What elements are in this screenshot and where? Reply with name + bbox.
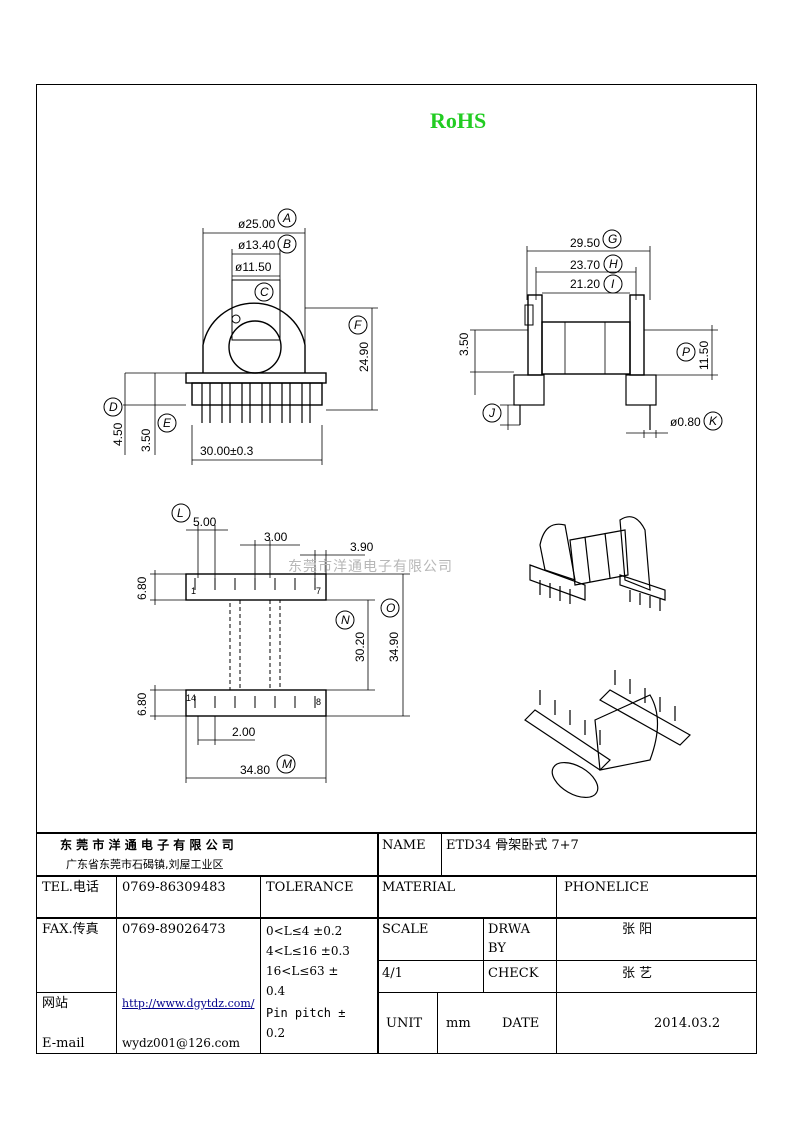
pin-14-label: 14 — [186, 693, 196, 703]
tag-m: M — [282, 757, 292, 771]
dim-d25: ø25.00 — [238, 217, 276, 231]
dim-h350-side: 3.50 — [457, 332, 471, 356]
tag-d: D — [109, 400, 118, 414]
drwaby-label-2: BY — [488, 941, 506, 956]
tolerance-line-5: Pin pitch ± — [266, 1006, 346, 1020]
tolerance-line-2: 4<L≤16 ±0.3 — [266, 944, 350, 958]
tag-a: A — [282, 211, 291, 225]
website-label: 网站 — [42, 996, 69, 1011]
dim-h2490: 24.90 — [357, 342, 371, 372]
dim-d1150: ø11.50 — [235, 260, 272, 274]
date-value: 2014.03.2 — [654, 1016, 721, 1031]
date-label: DATE — [502, 1016, 540, 1031]
tolerance-line-3: 16<L≤63 ± — [266, 964, 339, 978]
unit-label: UNIT — [386, 1016, 423, 1031]
dim-w390: 3.90 — [350, 540, 374, 554]
check-label: CHECK — [488, 966, 539, 981]
dim-h3020: 30.20 — [353, 632, 367, 662]
tag-e: E — [163, 416, 172, 430]
tel-value: 0769-86309483 — [122, 880, 226, 895]
dim-h3490: 34.90 — [387, 632, 401, 662]
dim-w200: 2.00 — [232, 725, 256, 739]
website-link[interactable]: http://www.dgytdz.com/ — [122, 997, 255, 1010]
name-value: ETD34 骨架卧式 7+7 — [446, 838, 579, 853]
tolerance-line-6: 0.2 — [266, 1026, 286, 1040]
dim-w2370: 23.70 — [570, 258, 600, 272]
drawing-frame — [36, 84, 757, 1054]
material-label: MATERIAL — [382, 880, 456, 895]
iso-view-bottom — [524, 670, 691, 799]
tag-b: B — [283, 237, 291, 251]
tag-l: L — [177, 506, 184, 520]
dim-pin: ø0.80 — [670, 415, 701, 429]
scale-label: SCALE — [382, 922, 429, 937]
tag-k: K — [709, 414, 718, 428]
dim-w3000: 30.00±0.3 — [200, 444, 254, 458]
dim-h680-bottom: 6.80 — [135, 692, 149, 716]
dim-w500: 5.00 — [193, 515, 217, 529]
pin-8-label: 8 — [316, 697, 321, 707]
unit-value: mm — [446, 1016, 471, 1031]
plan-view — [150, 503, 410, 783]
fax-label: FAX.传真 — [42, 922, 99, 937]
dim-w2120: 21.20 — [570, 277, 600, 291]
tel-label: TEL.电话 — [42, 880, 99, 895]
iso-view-top — [529, 516, 666, 611]
title-block: 东 莞 市 洋 通 电 子 有 限 公 司 广东省东莞市石碣镇,刘屋工业区 NA… — [36, 832, 757, 1054]
dim-h350: 3.50 — [139, 428, 153, 452]
dim-w300: 3.00 — [264, 530, 288, 544]
scale-value: 4/1 — [382, 966, 403, 981]
checked-by-value: 张 艺 — [622, 966, 653, 981]
name-label: NAME — [382, 838, 426, 853]
tag-i: I — [611, 277, 615, 291]
company-name: 东 莞 市 洋 通 电 子 有 限 公 司 — [60, 838, 234, 852]
dim-h450: 4.50 — [111, 422, 125, 446]
tag-p: P — [682, 345, 690, 359]
tag-n: N — [341, 613, 350, 627]
side-view — [470, 229, 723, 438]
pin-1-label: 1 — [191, 586, 196, 596]
tag-j: J — [488, 406, 496, 420]
tolerance-line-4: 0.4 — [266, 984, 286, 998]
email-value: wydz001@126.com — [122, 1036, 241, 1050]
tolerance-label: TOLERANCE — [266, 880, 354, 895]
fax-value: 0769-89026473 — [122, 922, 226, 937]
tag-c: C — [260, 285, 269, 299]
tag-h: H — [609, 257, 618, 271]
pin-7-label: 7 — [316, 586, 321, 596]
tolerance-line-1: 0<L≤4 ±0.2 — [266, 924, 343, 938]
watermark: 东莞市洋通电子有限公司 — [288, 559, 453, 575]
dim-d1340: ø13.40 — [238, 238, 276, 252]
phonelice-label: PHONELICE — [564, 880, 649, 895]
drwaby-label-1: DRWA — [488, 922, 531, 937]
tag-f: F — [354, 318, 362, 332]
dim-h680-top: 6.80 — [135, 576, 149, 600]
drawn-by-value: 张 阳 — [622, 922, 653, 937]
dim-h1150-side: 11.50 — [697, 341, 711, 370]
rohs-label: RoHS — [430, 108, 487, 133]
company-address: 广东省东莞市石碣镇,刘屋工业区 — [66, 858, 224, 871]
dim-w3480: 34.80 — [240, 763, 270, 777]
front-view — [103, 208, 378, 465]
tag-g: G — [608, 232, 617, 246]
dim-w2950: 29.50 — [570, 236, 600, 250]
email-label: E-mail — [42, 1036, 85, 1051]
tag-o: O — [386, 601, 395, 615]
